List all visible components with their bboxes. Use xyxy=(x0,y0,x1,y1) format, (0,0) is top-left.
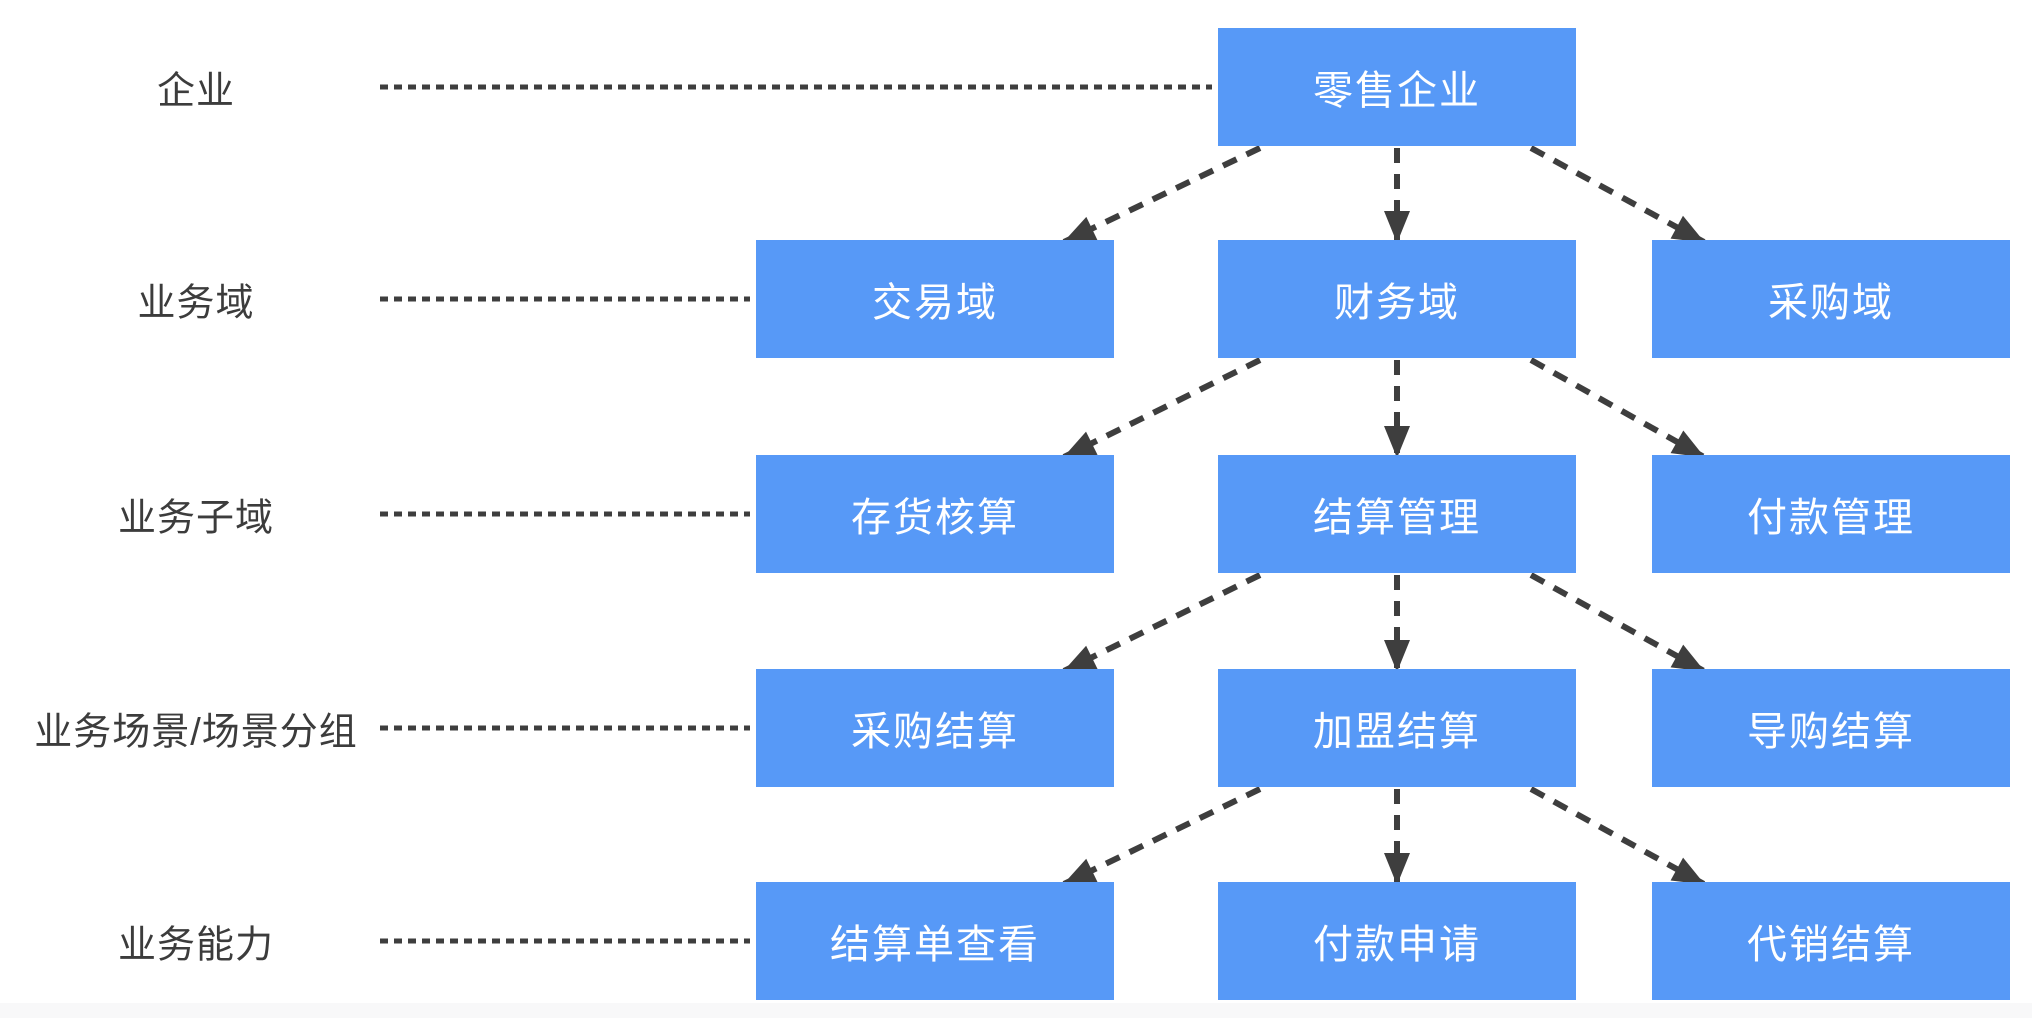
node-box-l1-c1: 财务域 xyxy=(1218,240,1576,358)
node-box-l1-c0: 交易域 xyxy=(756,240,1114,358)
node-box-l2-c2: 付款管理 xyxy=(1652,455,2010,573)
level-label-4: 业务能力 xyxy=(117,924,274,967)
connector-arrow xyxy=(1062,357,1262,460)
connector-arrow xyxy=(1062,572,1262,674)
node-box-l4-c2: 代销结算 xyxy=(1652,882,2010,1000)
node-box-l4-c1: 付款申请 xyxy=(1218,882,1576,1000)
node-box-l3-c1: 加盟结算 xyxy=(1218,669,1576,787)
connector-arrow xyxy=(1062,145,1262,245)
connector-arrow xyxy=(1529,786,1706,887)
level-label-0: 企业 xyxy=(156,70,235,113)
node-box-l0-c1: 零售企业 xyxy=(1218,28,1576,146)
level-label-2: 业务子域 xyxy=(117,497,274,540)
bottom-strip xyxy=(0,1003,2032,1018)
node-box-l3-c0: 采购结算 xyxy=(756,669,1114,787)
node-box-l1-c2: 采购域 xyxy=(1652,240,2010,358)
connector-arrow xyxy=(1529,145,1706,245)
level-label-1: 业务域 xyxy=(137,282,255,325)
node-box-l2-c0: 存货核算 xyxy=(756,455,1114,573)
connector-arrow xyxy=(1529,357,1706,460)
connector-arrow xyxy=(1529,572,1706,674)
node-box-l4-c0: 结算单查看 xyxy=(756,882,1114,1000)
connector-arrow xyxy=(1062,786,1262,887)
level-label-3: 业务场景/场景分组 xyxy=(34,711,358,754)
node-box-l3-c2: 导购结算 xyxy=(1652,669,2010,787)
node-box-l2-c1: 结算管理 xyxy=(1218,455,1576,573)
